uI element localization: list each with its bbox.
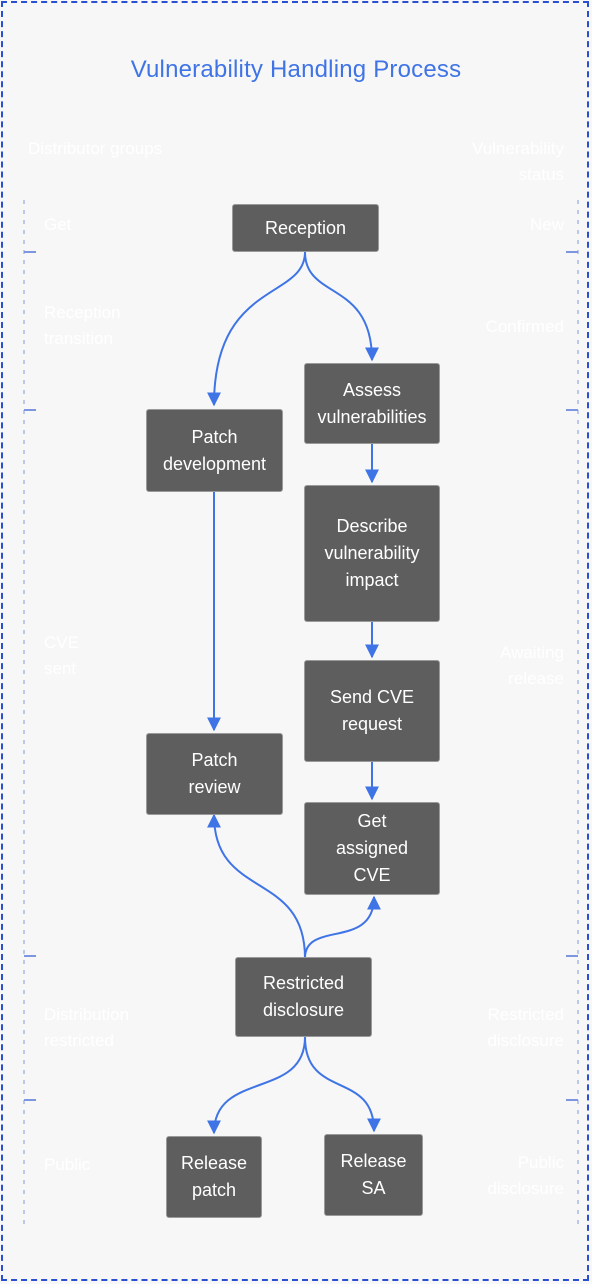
lane-ticks <box>24 251 578 1101</box>
diagram-title: Vulnerability Handling Process <box>130 56 462 83</box>
node-release-sa: Release SA <box>324 1134 423 1216</box>
node-reception: Reception <box>232 204 379 252</box>
lane-label-right-4: Restricted disclosure <box>487 1005 564 1050</box>
lane-label-left-1: Get <box>44 215 72 234</box>
lane-label-right-2: Confirmed <box>485 317 564 336</box>
lane-label-right-5: Public disclosure <box>487 1153 564 1198</box>
node-get-assigned-cve: Get assigned CVE <box>304 802 440 895</box>
node-send-cve-request: Send CVE request <box>304 660 440 762</box>
lane-label-right-3: Awaiting release <box>500 643 564 688</box>
node-release-patch: Release patch <box>166 1136 262 1218</box>
edge-restricted-to-release-patch <box>207 1036 306 1135</box>
lane-divider-lines <box>23 200 579 1230</box>
edge-reception-to-assess <box>304 251 379 362</box>
lane-header-right: Vulnerability status <box>472 139 564 184</box>
node-patch-review: Patch review <box>146 733 283 815</box>
lane-label-left-5: Public <box>44 1155 91 1174</box>
node-assess-vulnerabilities: Assess vulnerabilities <box>304 363 440 444</box>
lane-label-right-1: New <box>529 215 564 234</box>
lane-label-left-2: Reception transition <box>44 303 121 348</box>
node-restricted-disclosure: Restricted disclosure <box>235 957 372 1037</box>
edge-restricted-to-review <box>207 813 306 959</box>
edge-reception-to-patch-dev <box>207 251 306 407</box>
edge-restricted-to-release-sa <box>304 1036 381 1133</box>
lane-label-left-3: CVE sent <box>44 633 79 678</box>
lane-label-left-4: Distribution restricted <box>44 1005 130 1050</box>
node-patch-development: Patch development <box>146 409 283 492</box>
edge-restricted-to-get-cve <box>304 895 381 959</box>
node-describe-vulnerability-impact: Describe vulnerability impact <box>304 485 440 622</box>
flow-edges <box>207 251 381 1135</box>
lane-header-left: Distributor groups <box>28 139 163 158</box>
